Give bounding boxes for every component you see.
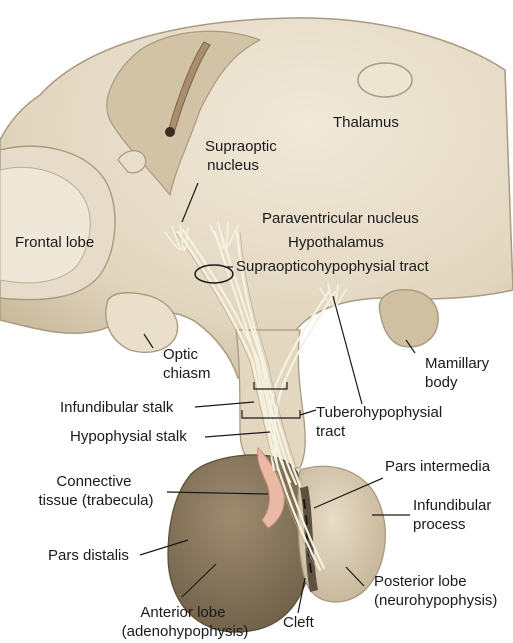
optic-chiasm-structure [105, 292, 179, 354]
label-supraoptic-nucleus: Supraoptic nucleus [205, 138, 281, 174]
interthalamic-adhesion [357, 62, 413, 98]
label-optic-chiasm: Optic chiasm [163, 346, 211, 382]
label-supraopticohypophysial-tract: Supraopticohypophysial tract [236, 258, 429, 275]
label-frontal-lobe: Frontal lobe [15, 234, 94, 251]
label-mamillary-body: Mamillary body [425, 355, 493, 391]
tract-highlight-ellipse [194, 264, 234, 284]
mamillary-body-structure [378, 289, 439, 348]
label-posterior-lobe: Posterior lobe (neurohypophysis) [374, 573, 497, 609]
third-ventricle-cavity [106, 30, 262, 197]
label-cleft: Cleft [283, 614, 315, 631]
label-infundibular-process: Infundibular process [413, 497, 496, 533]
tuberal-nucleus-tuft [319, 283, 347, 307]
supraoptic-nucleus-tuft [164, 224, 189, 251]
label-tuberohypophysial-tract: Tuberohypophysial tract [316, 404, 446, 440]
label-infundibular-stalk: Infundibular stalk [60, 399, 174, 416]
frontal-lobe-inner [0, 166, 91, 284]
pars-intermedia-strip [300, 486, 318, 592]
paraventricular-nucleus-tuft [209, 221, 239, 249]
label-paraventricular-nucleus: Paraventricular nucleus [262, 210, 419, 227]
label-hypophysial-stalk: Hypophysial stalk [70, 428, 187, 445]
label-hypothalamus: Hypothalamus [288, 234, 384, 251]
label-pars-intermedia: Pars intermedia [385, 458, 491, 475]
label-pars-distalis: Pars distalis [48, 547, 129, 564]
lamina-terminalis [117, 150, 147, 174]
nerve-fibers-outline [175, 231, 319, 573]
label-anterior-lobe: Anterior lobe (adenohypophysis) [122, 604, 249, 640]
infundibular-stalk-bracket [253, 382, 288, 390]
label-thalamus: Thalamus [333, 114, 399, 131]
anterior-commissure [165, 127, 175, 137]
leader-lines [139, 182, 416, 614]
hypophysial-stalk-bracket [241, 410, 301, 419]
label-connective-tissue: Connective tissue (trabecula) [38, 473, 153, 509]
